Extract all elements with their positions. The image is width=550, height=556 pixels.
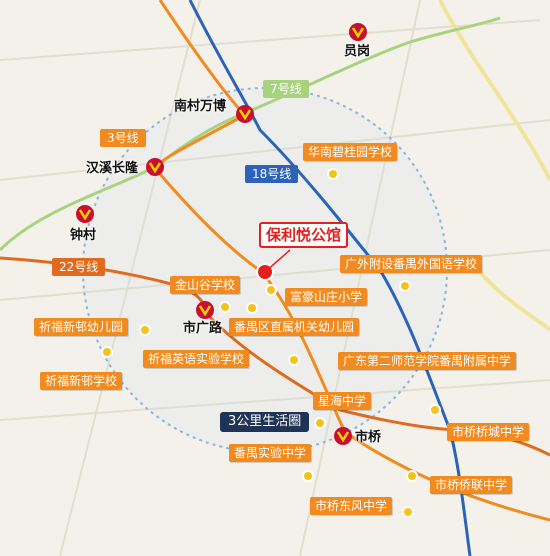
line-7-label[interactable]: 7号线 [263, 80, 309, 98]
metro-icon [196, 301, 214, 319]
school-label[interactable]: 星海中学 [313, 392, 372, 410]
station-shiguanglu[interactable]: 市广路 [183, 321, 223, 336]
school-label[interactable]: 番禺区直属机关幼儿园 [229, 318, 360, 336]
metro-icon [76, 205, 94, 223]
school-label[interactable]: 市桥东风中学 [310, 497, 393, 515]
school-label[interactable]: 祈福英语实验学校 [143, 350, 250, 368]
metro-icon [334, 427, 352, 445]
line-3-label[interactable]: 3号线 [100, 129, 146, 147]
station-shiqiao[interactable]: 市桥 [355, 430, 382, 445]
focus-property-label[interactable]: 保利悦公馆 [259, 222, 349, 248]
school-label[interactable]: 广东第二师范学院番禺附属中学 [338, 352, 517, 370]
metro-icon [349, 23, 367, 41]
station-hanxi-changlong[interactable]: 汉溪长隆 [86, 161, 139, 176]
metro-icon [146, 158, 164, 176]
station-yuangang[interactable]: 员岗 [344, 44, 371, 59]
school-label[interactable]: 广外附设番禺外国语学校 [340, 255, 483, 273]
school-label[interactable]: 富豪山庄小学 [285, 288, 368, 306]
school-label[interactable]: 番禺实验中学 [229, 444, 312, 462]
school-label[interactable]: 市桥桥城中学 [447, 423, 530, 441]
station-nancun-wanbo[interactable]: 南村万博 [174, 99, 227, 114]
school-label[interactable]: 祈福新邨学校 [40, 372, 123, 390]
school-label[interactable]: 市桥侨联中学 [430, 476, 513, 494]
school-label[interactable]: 祈福新邨幼儿园 [34, 318, 129, 336]
metro-icon [236, 105, 254, 123]
school-dots [101, 168, 441, 518]
radius-label: 3公里生活圈 [220, 412, 310, 432]
line-22-label[interactable]: 22号线 [52, 258, 106, 276]
station-zhongcun[interactable]: 钟村 [70, 228, 97, 243]
school-label[interactable]: 金山谷学校 [170, 276, 241, 294]
focus-leader [264, 249, 291, 273]
metro-station-icons [76, 23, 367, 445]
line-18-label[interactable]: 18号线 [245, 165, 299, 183]
school-label[interactable]: 华南碧桂园学校 [303, 143, 398, 161]
yellow-road [438, 0, 550, 181]
